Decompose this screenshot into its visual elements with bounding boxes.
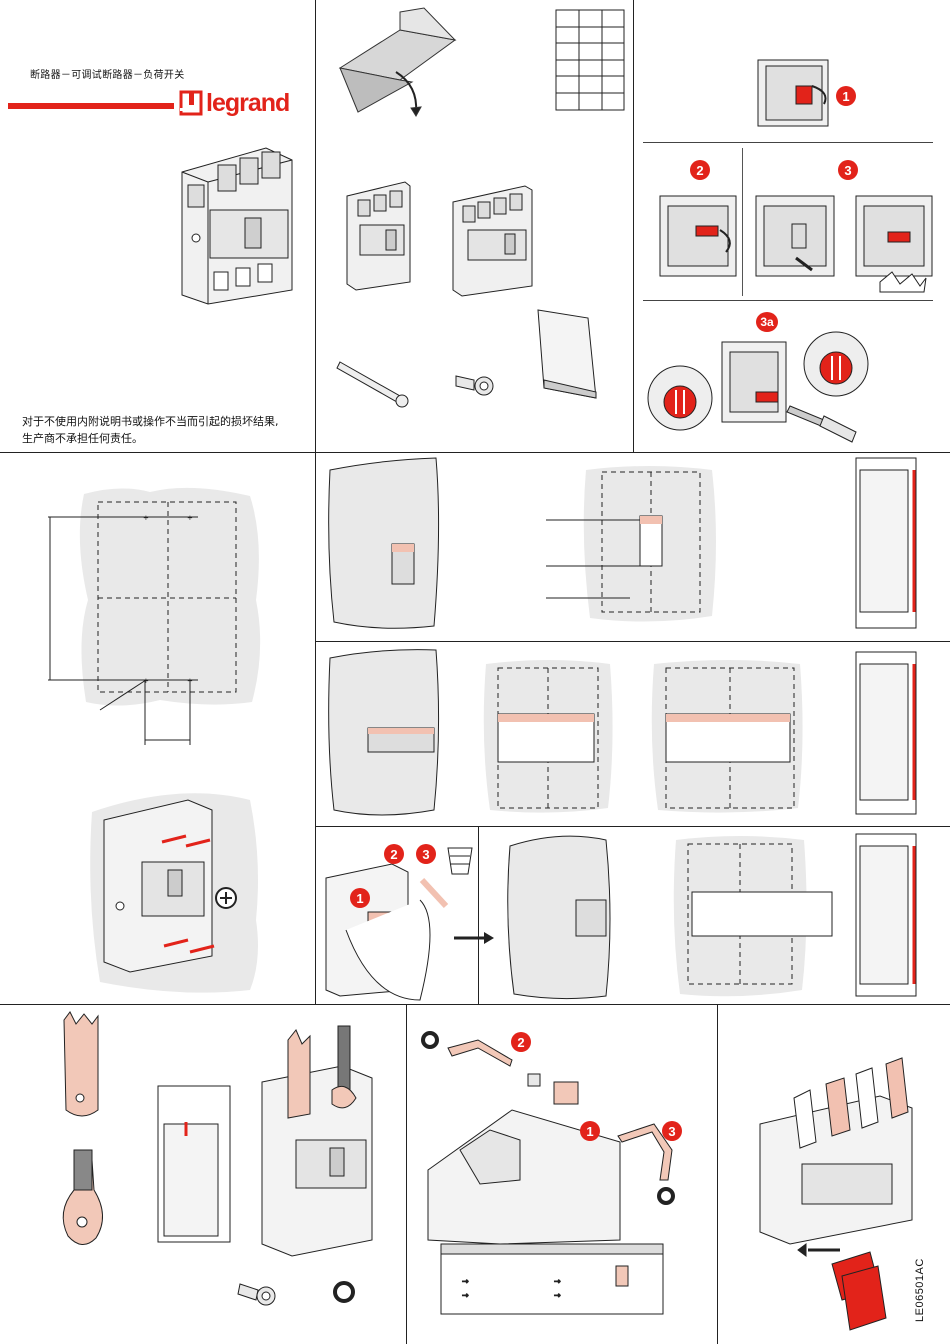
document-code: LE06501AC xyxy=(914,1258,926,1322)
